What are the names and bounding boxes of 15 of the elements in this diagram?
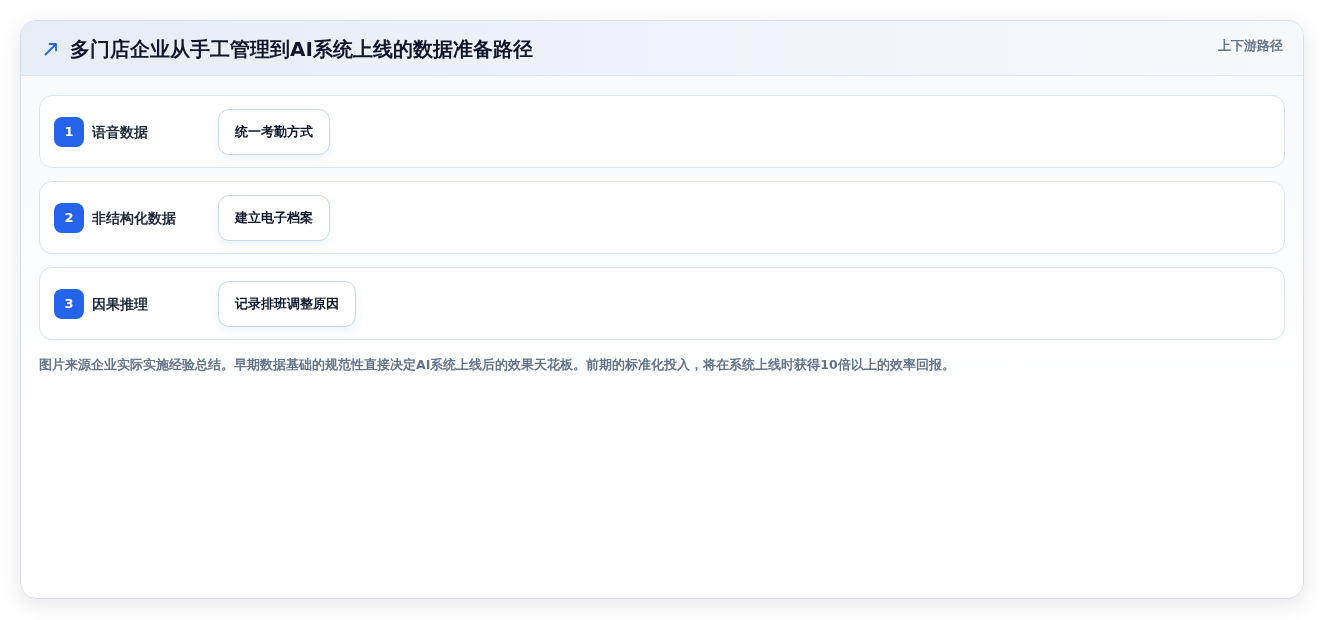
action-tag: 统一考勤方式: [218, 108, 330, 155]
step-number: 3: [54, 288, 84, 319]
step-label: 语音数据: [92, 122, 149, 142]
step-number: 1: [54, 116, 84, 147]
step-number: 2: [54, 202, 84, 233]
step-row: [39, 267, 1285, 340]
step-row: [39, 181, 1285, 254]
action-tag: 建立电子档案: [218, 194, 330, 241]
step-label: 非结构化数据: [92, 208, 177, 228]
caption-text: 图片来源企业实际实施经验总结。早期数据基础的规范性直接决定AI系统上线后的效果天花板。前期的标准化投入，将在系统上线时获得10倍以上的效率回报。: [39, 356, 955, 374]
action-tag: 记录排班调整原因: [218, 280, 356, 327]
step-row: [39, 95, 1285, 168]
step-label: 因果推理: [92, 294, 149, 314]
diagram-title: 多门店企业从手工管理到AI系统上线的数据准备路径: [70, 36, 533, 63]
section-label: 上下游路径: [1218, 37, 1283, 55]
